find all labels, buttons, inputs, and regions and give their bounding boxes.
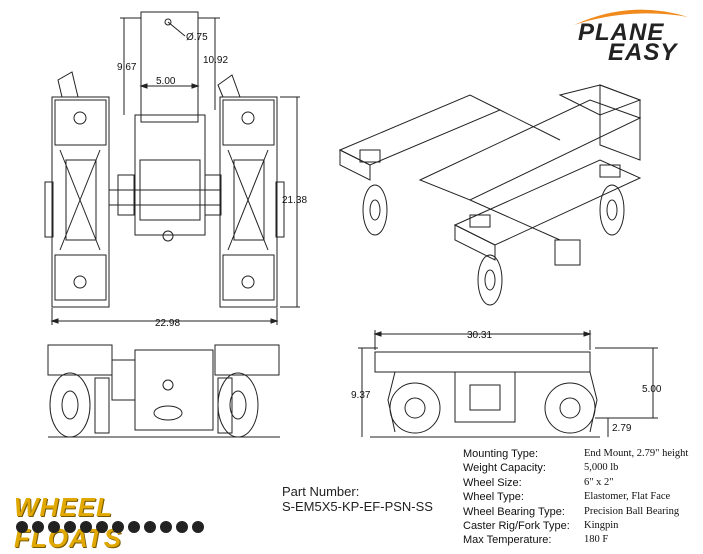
spec-value: 180 F: [584, 534, 609, 546]
spec-row: Weight Capacity: 5,000 lb: [463, 461, 701, 475]
spec-key: Weight Capacity:: [463, 462, 546, 475]
part-number-value: S-EM5X5-KP-EF-PSN-SS: [282, 499, 433, 514]
spec-value: End Mount, 2.79" height: [584, 448, 689, 459]
spec-value: Elastomer, Flat Face: [584, 491, 671, 503]
dim-ground-offset: 2.79: [612, 423, 632, 434]
spec-table: Mounting Type: End Mount, 2.79" height We…: [463, 447, 701, 548]
dim-height-left: 9.67: [117, 62, 137, 73]
dim-side-height: 9.37: [351, 390, 371, 401]
spec-row: Wheel Bearing Type: Precision Ball Bearin…: [463, 505, 701, 519]
plane-easy-line2: EASY: [608, 39, 678, 66]
spec-key: Wheel Bearing Type:: [463, 505, 565, 518]
wheel-row-icon: [16, 521, 204, 533]
plane-easy-logo: PLANE EASY: [574, 9, 698, 66]
spec-key: Caster Rig/Fork Type:: [463, 520, 570, 533]
plane-easy-line1: PLANE: [578, 19, 665, 46]
plane-easy-swoosh-icon: [574, 9, 688, 25]
spec-value: 6" x 2": [584, 476, 614, 488]
spec-key: Max Temperature:: [463, 534, 552, 547]
isometric-view: [338, 84, 642, 306]
part-number-block: Part Number: S-EM5X5-KP-EF-PSN-SS: [282, 484, 433, 514]
dim-hole-diameter: Ø.75: [186, 32, 208, 43]
spec-key: Wheel Type:: [463, 491, 524, 504]
dim-height-right: 10.92: [203, 55, 228, 66]
spec-value: 5,000 lb: [584, 462, 619, 474]
dim-side-length: 30.31: [467, 330, 492, 341]
dim-mount-height: 5.00: [642, 384, 662, 395]
dim-overall-width: 22.98: [155, 318, 180, 329]
part-number-label: Part Number:: [282, 484, 360, 499]
spec-row: Caster Rig/Fork Type: Kingpin: [463, 519, 701, 533]
spec-row: Max Temperature: 180 F: [463, 533, 701, 547]
side-view: [358, 330, 658, 438]
wheel-floats-logo: WHEEL FLOATS: [14, 490, 214, 553]
spec-value: Precision Ball Bearing: [584, 505, 680, 517]
spec-row: Mounting Type: End Mount, 2.79" height: [463, 447, 701, 461]
spec-key: Mounting Type:: [463, 448, 539, 460]
top-view: [44, 11, 300, 325]
spec-value: Kingpin: [584, 520, 619, 532]
dim-overall-length: 21.38: [282, 195, 307, 206]
spec-row: Wheel Type: Elastomer, Flat Face: [463, 490, 701, 504]
front-view: [47, 344, 280, 438]
spec-row: Wheel Size: 6" x 2": [463, 476, 701, 490]
spec-key: Wheel Size:: [463, 476, 522, 489]
dim-inner-width: 5.00: [156, 76, 176, 87]
